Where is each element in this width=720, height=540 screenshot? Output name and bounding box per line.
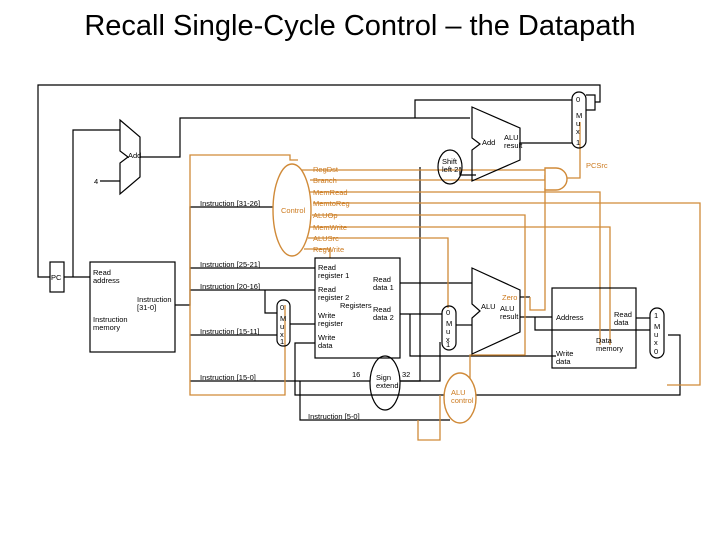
sign-extend-in: 16 (352, 370, 360, 379)
branch-adder-name: Add (482, 138, 495, 147)
control-wires (189, 122, 701, 441)
pc-label: PC (51, 273, 62, 282)
mux-reg-top: 0 (280, 303, 284, 312)
control-label: Control (281, 206, 306, 215)
field-rd: Instruction [15-11] (200, 327, 259, 336)
imem-instruction: Instruction[31-0] (137, 295, 172, 312)
signal-branch: Branch (313, 176, 337, 185)
mux-pc-bottom: 1 (576, 138, 580, 147)
pcsrc-label: PCSrc (586, 161, 608, 170)
signal-memwrite: MemWrite (313, 223, 347, 232)
reg-name: Registers (340, 301, 372, 310)
signal-regwrite: RegWrite (313, 245, 344, 254)
alu-zero: Zero (502, 293, 517, 302)
field-rs: Instruction [25-21] (200, 260, 260, 269)
pc-adder-constant: 4 (94, 177, 98, 186)
pc-adder: Add 4 (94, 118, 141, 196)
signal-memtoreg: MemtoReg (313, 199, 350, 208)
pc-register: PC (49, 261, 65, 293)
mux-alu-top: 0 (446, 308, 450, 317)
slide-title: Recall Single-Cycle Control – the Datapa… (84, 10, 636, 42)
field-opcode: Instruction [31-26] (200, 199, 260, 208)
mux-alu-bottom: 1 (446, 340, 450, 349)
instruction-field-labels: Instruction [31-26] Instruction [25-21] … (200, 199, 360, 421)
mux-reg-bottom: 1 (280, 337, 284, 346)
branch-and-gate (544, 167, 568, 191)
mux-mem-bottom: 0 (654, 347, 658, 356)
pc-adder-name: Add (128, 151, 141, 160)
field-imm: Instruction [15-0] (200, 373, 256, 382)
dmem-address: Address (556, 313, 584, 322)
signal-regdst: RegDst (313, 165, 339, 174)
field-rt: Instruction [20-16] (200, 282, 260, 291)
control-signal-labels: RegDst Branch MemRead MemtoReg ALUOp Mem… (313, 165, 350, 254)
signal-alusrc: ALUSrc (313, 234, 339, 243)
field-funct: Instruction [5-0] (308, 412, 360, 421)
signal-memread: MemRead (313, 188, 348, 197)
mux-pc-top: 0 (576, 95, 580, 104)
signal-aluop: ALUOp (313, 211, 338, 220)
sign-extend-out: 32 (402, 370, 410, 379)
control-unit: Control (272, 163, 312, 257)
mux-mem-top: 1 (654, 311, 658, 320)
alu-name: ALU (481, 302, 496, 311)
